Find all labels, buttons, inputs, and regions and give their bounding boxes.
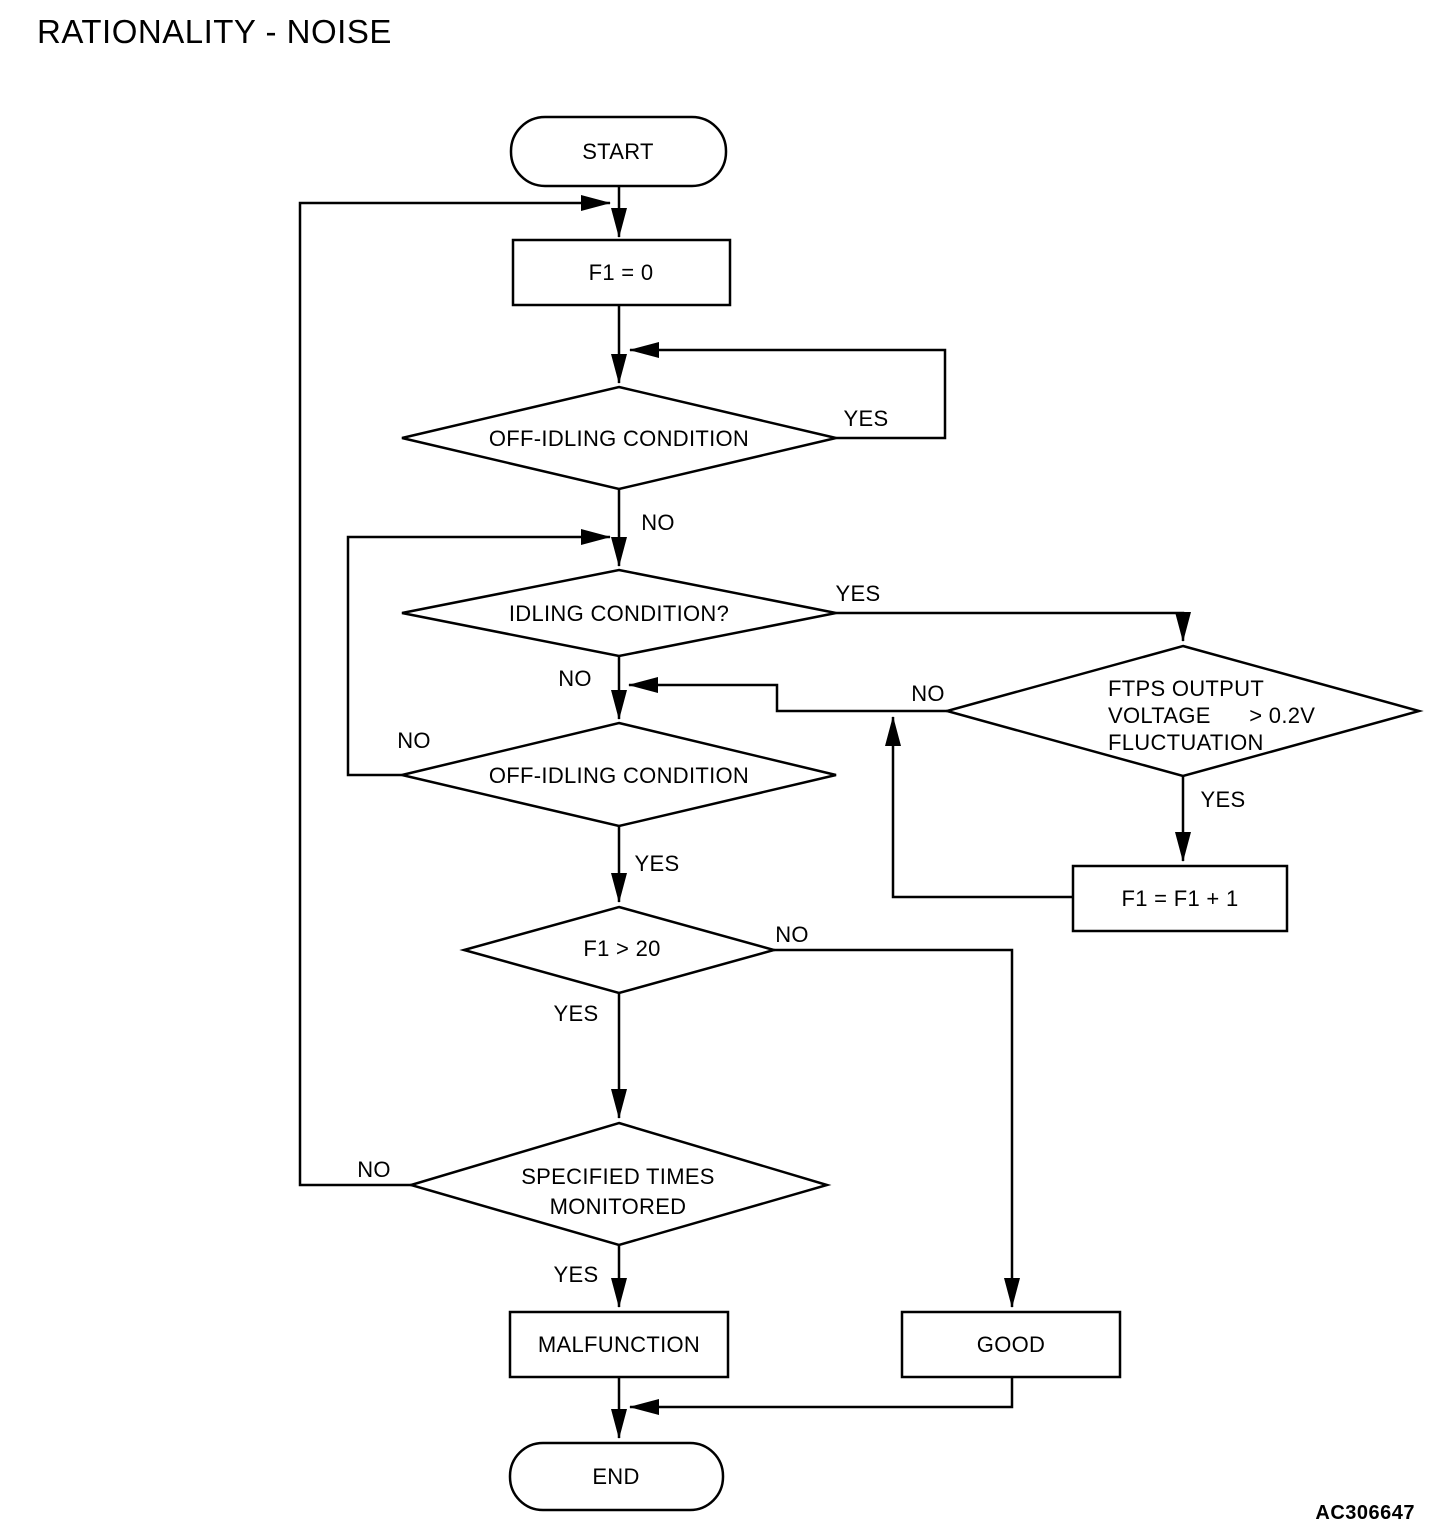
connector-f1gt20-no-to-good [774,948,1020,1308]
off-idling-2-yes-label: YES [634,851,680,876]
f1-gt-20-decision-shape [459,905,779,995]
connector-offidling2-no-feedback [346,529,611,777]
connector-increment-to-ftps-no-line [885,716,1073,899]
ftps-no-label: NO [911,681,945,706]
connector-idling-yes-to-ftps [836,611,1191,642]
ftps-line-3: FLUCTUATION [1108,730,1264,755]
connector-good-to-end-junction [629,1377,1014,1415]
off-idling-2-no-label: NO [397,728,431,753]
page-title: RATIONALITY - NOISE [37,13,392,50]
f1-gt-20-decision-label: F1 > 20 [583,936,661,961]
connector-specified-no-feedback [298,195,611,1187]
f1-gt-20-no-label: NO [775,922,809,947]
ftps-yes-label: YES [1200,787,1246,812]
off-idling-1-no-label: NO [641,510,675,535]
ftps-decision-label: FTPS OUTPUT VOLTAGE > 0.2V FLUCTUATION [1108,675,1315,756]
f1-init-node-shape [511,238,732,307]
ftps-decision-shape [942,644,1424,778]
off-idling-2-decision-shape [401,721,837,828]
figure-id-label: AC306647 [1315,1502,1415,1524]
specified-times-decision-shape [406,1121,832,1247]
connector-offidling1-yes-loop [629,342,947,440]
ftps-line-1: FTPS OUTPUT [1108,676,1265,701]
start-node-label: START [582,139,654,164]
f1-init-node-label: F1 = 0 [588,260,654,285]
off-idling-1-decision-label: OFF-IDLING CONDITION [488,426,750,451]
start-node-shape [509,115,728,188]
specified-times-line-1: SPECIFIED TIMES [521,1164,715,1189]
connector-ftps-no-return [628,677,947,713]
f1-increment-node-label: F1 = F1 + 1 [1121,886,1239,911]
idling-yes-label: YES [835,581,881,606]
idling-no-label: NO [558,666,592,691]
malfunction-node-shape [508,1310,730,1379]
f1-increment-node-shape [1071,864,1289,933]
specified-times-decision-label: SPECIFIED TIMES MONITORED [521,1162,715,1222]
end-node-label: END [592,1464,640,1489]
off-idling-1-yes-label: YES [843,406,889,431]
specified-times-yes-label: YES [553,1262,599,1287]
idling-decision-shape [401,568,837,658]
idling-decision-label: IDLING CONDITION? [508,601,730,626]
malfunction-node-label: MALFUNCTION [537,1332,701,1357]
end-node-shape [508,1441,725,1512]
off-idling-1-decision-shape [401,385,837,491]
specified-times-no-label: NO [357,1157,391,1182]
good-node-label: GOOD [976,1332,1046,1357]
f1-gt-20-yes-label: YES [553,1001,599,1026]
good-node-shape [900,1310,1122,1379]
ftps-line-2: VOLTAGE > 0.2V [1108,703,1316,728]
specified-times-line-2: MONITORED [549,1194,687,1219]
off-idling-2-decision-label: OFF-IDLING CONDITION [488,763,750,788]
